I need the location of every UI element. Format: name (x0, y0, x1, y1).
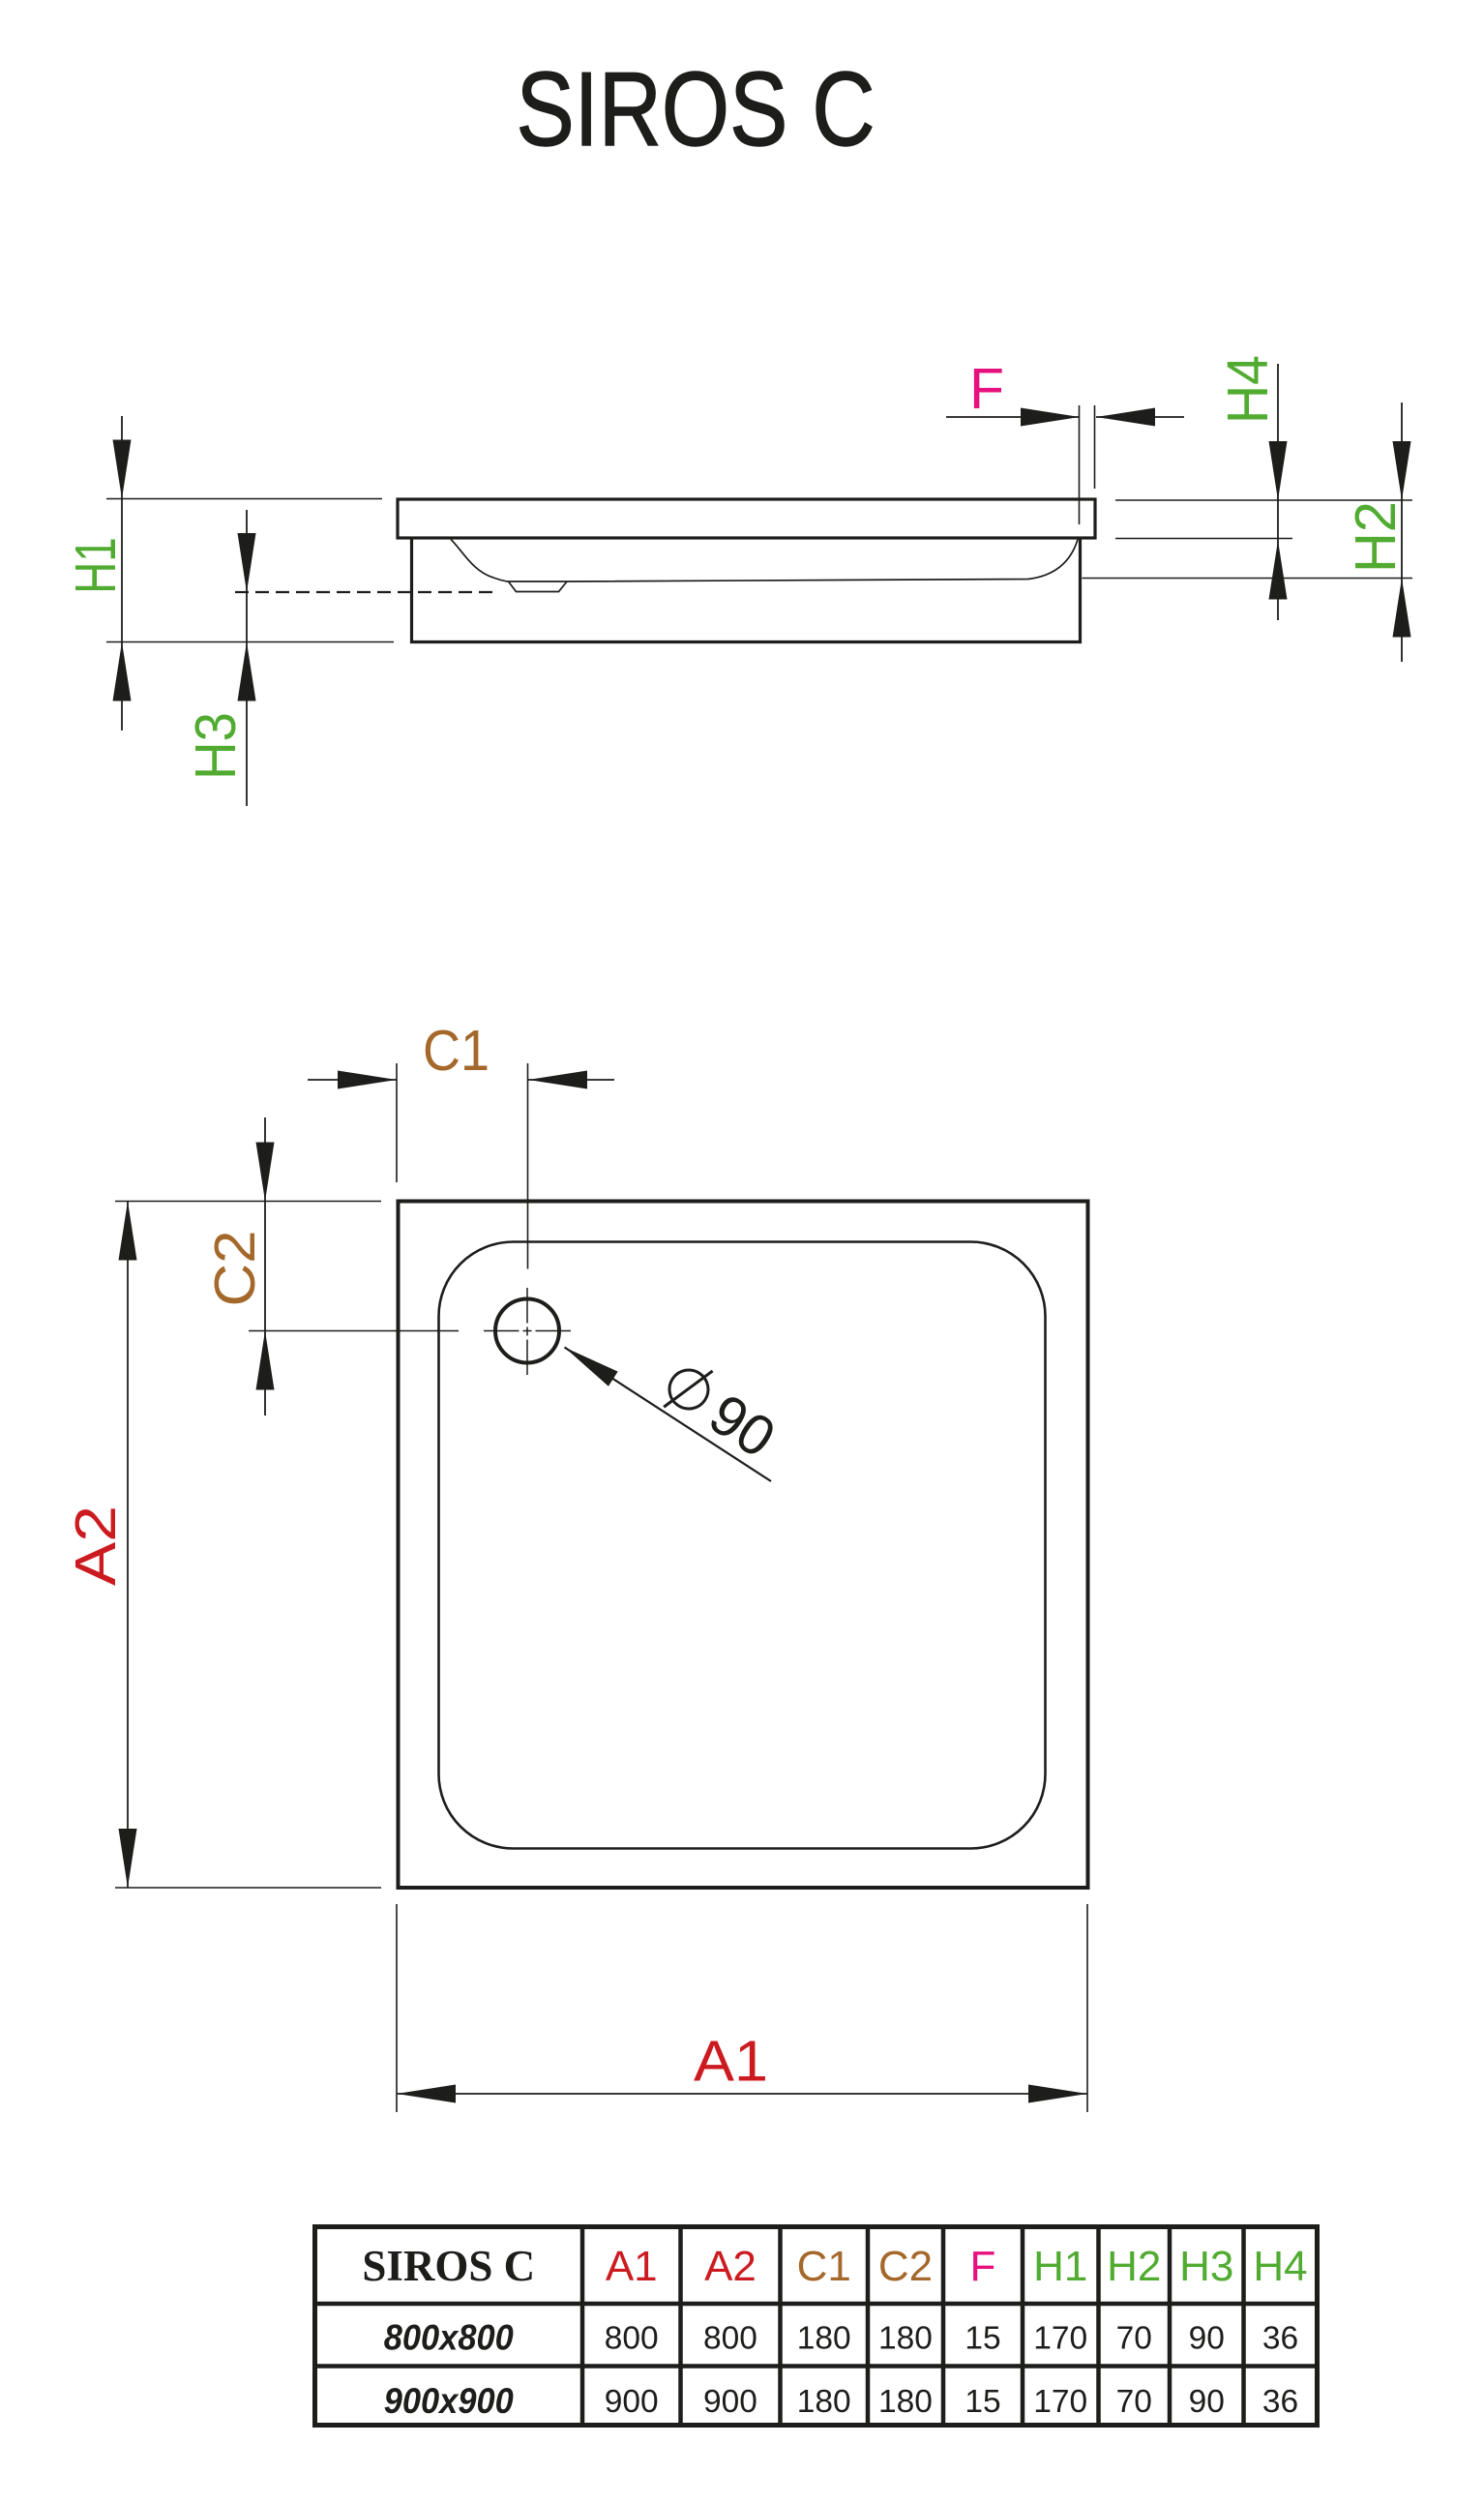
svg-text:A1: A1 (606, 2243, 658, 2290)
svg-text:15: 15 (965, 2384, 1000, 2420)
svg-text:A2: A2 (64, 1505, 128, 1586)
svg-text:900x900: 900x900 (384, 2381, 514, 2421)
svg-text:SIROS C: SIROS C (517, 50, 876, 168)
svg-text:800: 800 (703, 2321, 757, 2357)
svg-text:70: 70 (1116, 2321, 1152, 2357)
svg-text:C1: C1 (423, 1019, 490, 1083)
svg-text:C1: C1 (797, 2243, 851, 2290)
svg-text:C2: C2 (203, 1231, 267, 1307)
svg-text:F: F (970, 2243, 996, 2290)
svg-text:70: 70 (1116, 2384, 1152, 2420)
svg-text:900: 900 (703, 2384, 757, 2420)
svg-text:180: 180 (878, 2321, 933, 2357)
svg-text:90: 90 (1189, 2321, 1225, 2357)
svg-text:15: 15 (965, 2321, 1000, 2357)
svg-text:180: 180 (797, 2321, 851, 2357)
svg-text:H4: H4 (1253, 2243, 1307, 2290)
svg-text:H1: H1 (1033, 2243, 1087, 2290)
svg-text:A2: A2 (704, 2243, 757, 2290)
svg-text:F: F (969, 357, 1004, 421)
svg-text:180: 180 (797, 2384, 851, 2420)
svg-text:180: 180 (878, 2384, 933, 2420)
svg-text:H3: H3 (1179, 2243, 1233, 2290)
svg-text:H1: H1 (64, 537, 128, 594)
svg-text:170: 170 (1033, 2321, 1087, 2357)
svg-text:170: 170 (1033, 2384, 1087, 2420)
svg-text:90: 90 (698, 1382, 787, 1470)
svg-text:36: 36 (1262, 2321, 1298, 2357)
svg-text:A1: A1 (694, 2030, 768, 2094)
svg-text:H2: H2 (1344, 501, 1408, 573)
svg-text:H2: H2 (1107, 2243, 1161, 2290)
svg-text:90: 90 (1189, 2384, 1225, 2420)
svg-text:900: 900 (605, 2384, 659, 2420)
svg-text:C2: C2 (878, 2243, 933, 2290)
svg-text:H3: H3 (184, 712, 248, 780)
svg-text:800: 800 (605, 2321, 659, 2357)
svg-text:800x800: 800x800 (384, 2318, 514, 2358)
svg-text:36: 36 (1262, 2384, 1298, 2420)
svg-text:SIROS C: SIROS C (362, 2242, 535, 2290)
svg-text:H4: H4 (1216, 355, 1280, 424)
